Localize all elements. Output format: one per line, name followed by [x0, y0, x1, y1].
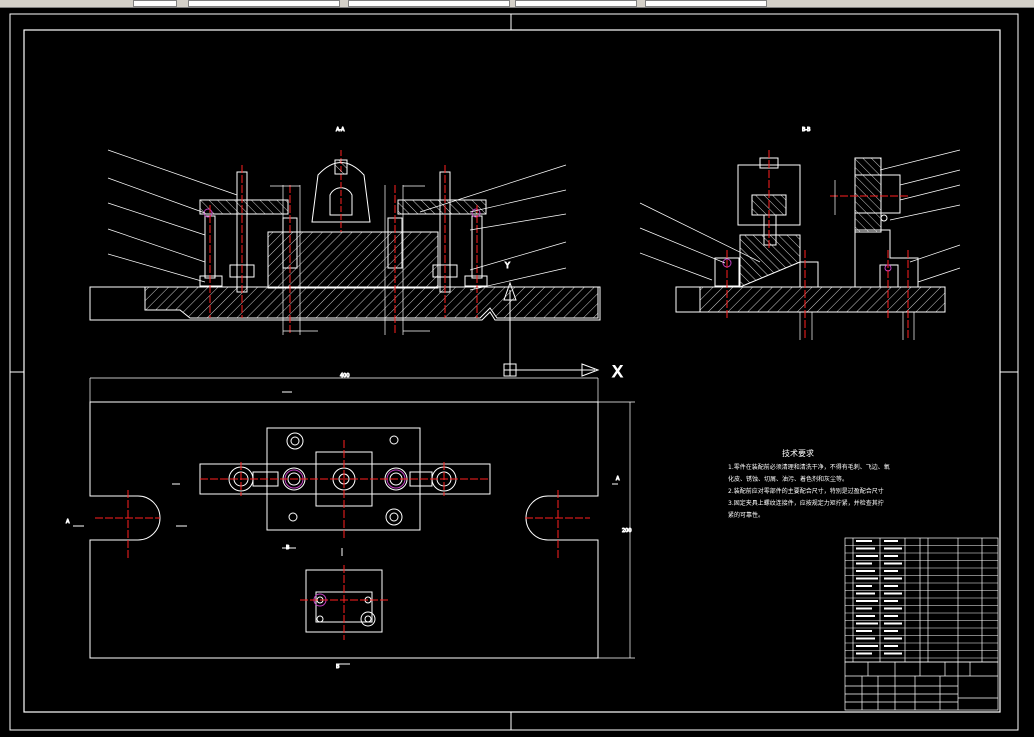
parts-list-cell-text	[856, 600, 878, 602]
x-axis-label: X	[612, 362, 623, 381]
tech-line-4: 3.固定夹具上螺纹连接件，应按规定力矩拧紧，并检查其拧	[728, 499, 884, 507]
drawing-frame	[9, 13, 1019, 731]
parts-list-cell-text	[884, 570, 898, 572]
dim-left-a: A	[66, 519, 70, 525]
cad-drawing-canvas[interactable]: A-A	[0, 8, 1034, 737]
dim-b-bottom: B	[336, 664, 340, 670]
parts-list-cell-text	[884, 607, 902, 610]
toolbar-layer-field[interactable]	[133, 0, 177, 7]
section-b-label: B-B	[802, 127, 811, 133]
toolbar-color-field[interactable]	[515, 0, 637, 7]
toolbar-lineweight-field[interactable]	[348, 0, 510, 7]
section-a-label: A-A	[336, 127, 345, 133]
parts-list-cell-text	[856, 607, 872, 610]
parts-list-cell-text	[856, 630, 872, 632]
parts-list-cell-text	[884, 592, 902, 595]
title-block	[844, 537, 999, 711]
dim-right-a: A	[616, 476, 620, 482]
parts-list-cell-text	[856, 615, 875, 617]
dim-overall-width: 200	[622, 528, 632, 534]
parts-list-cell-text	[884, 577, 902, 580]
parts-list-cell-text	[856, 540, 872, 542]
parts-list-cell-text	[856, 637, 875, 640]
parts-list-cell-text	[856, 570, 875, 572]
tech-line-2: 化皮、锈蚀、切屑、油污、着色剂和灰尘等。	[728, 475, 848, 483]
parts-list-cell-text	[884, 615, 898, 617]
parts-list-cell-text	[884, 622, 902, 625]
tech-line-1: 1.零件在装配前必须清理和清洗干净，不得有毛刺、飞边、氧	[728, 463, 890, 471]
tech-line-3: 2.装配前应对零部件的主要配合尺寸，特别是过盈配合尺寸	[728, 487, 884, 495]
side-section-view: B-B	[639, 127, 961, 340]
tech-line-5: 紧的可靠性。	[728, 511, 764, 519]
parts-list-cell-text	[884, 600, 898, 602]
parts-list-cell-text	[884, 630, 898, 632]
tech-requirements: 技术要求 1.零件在装配前必须清理和清洗干净，不得有毛刺、飞边、氧 化皮、锈蚀、…	[728, 448, 890, 519]
toolbar-plot-field[interactable]	[645, 0, 767, 7]
parts-list-cell-text	[856, 592, 875, 595]
parts-list-cell-text	[884, 562, 902, 565]
parts-list-cell-text	[884, 652, 902, 655]
parts-list-cell-text	[884, 645, 898, 647]
parts-list-cell-text	[856, 622, 878, 625]
toolbar	[0, 0, 1034, 8]
parts-list-cell-text	[884, 547, 902, 550]
parts-list-cell-text	[856, 547, 875, 550]
toolbar-linetype-field[interactable]	[188, 0, 340, 7]
y-axis-label: Y	[504, 261, 510, 270]
plan-view: 400 200 A A	[66, 373, 635, 671]
tech-requirements-title: 技术要求	[782, 448, 814, 458]
parts-list-cell-text	[856, 555, 878, 557]
parts-list-cell-text	[856, 645, 878, 647]
parts-list-cell-text	[884, 555, 898, 557]
parts-list-rows	[845, 540, 998, 659]
parts-list-cell-text	[856, 562, 872, 565]
parts-list-cell-text	[884, 637, 902, 640]
ucs-icon	[503, 281, 600, 377]
parts-list-cell-text	[856, 585, 872, 587]
front-section-view: A-A	[89, 127, 624, 382]
parts-list-cell-text	[884, 585, 898, 587]
dim-overall-length: 400	[340, 373, 350, 379]
parts-list-cell-text	[856, 652, 872, 655]
parts-list-cell-text	[856, 577, 878, 580]
parts-list-cell-text	[884, 540, 898, 542]
